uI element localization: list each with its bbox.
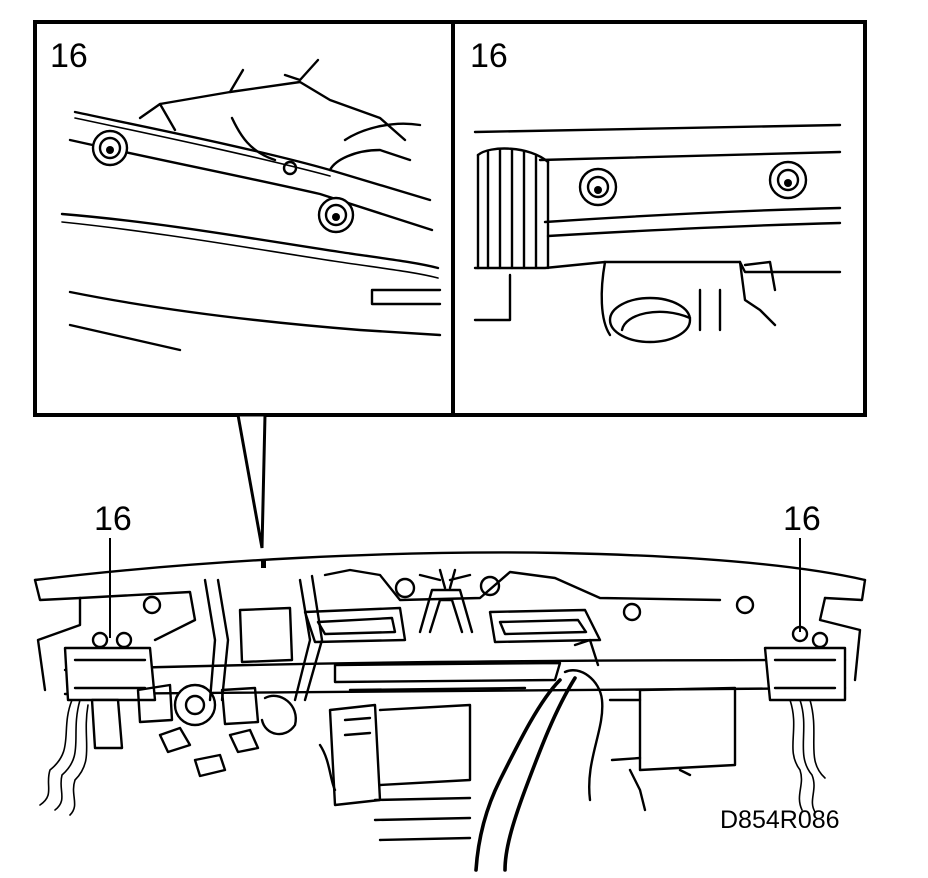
nut-icon [91, 631, 133, 649]
nut-icon [578, 167, 618, 207]
callout-inset-right: 16 [470, 37, 508, 75]
nut-icon [768, 160, 808, 200]
callout-inset-left: 16 [50, 37, 88, 75]
dashboard-assembly [33, 551, 867, 872]
nut-icon [791, 625, 829, 649]
detail-inset-left: 16 [33, 20, 455, 417]
pointer-target [261, 560, 266, 568]
drawing-code: D854R086 [720, 806, 840, 834]
callout-main-right: 16 [783, 500, 821, 538]
nut-icon [317, 196, 355, 234]
detail-inset-right: 16 [451, 20, 867, 417]
callout-main-left: 16 [94, 500, 132, 538]
detail-pointer [236, 413, 267, 549]
nut-icon [91, 129, 129, 167]
